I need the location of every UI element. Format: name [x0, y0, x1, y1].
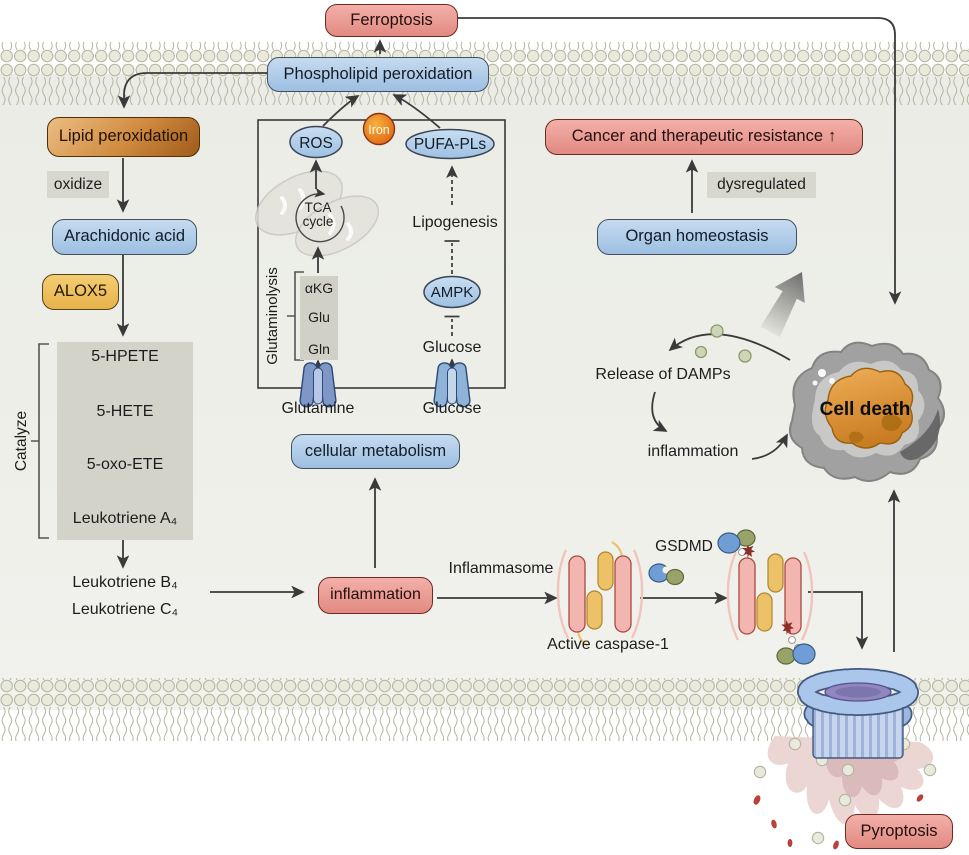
catalyze-text: Catalyze — [13, 410, 30, 472]
node-5-hete: 5-HETE — [57, 403, 193, 421]
node-cancer-resistance: Cancer and therapeutic resistance ↑ — [545, 119, 863, 155]
iron-circle — [362, 112, 396, 146]
hpete-text: 5-HPETE — [91, 348, 159, 365]
node-pyroptosis: Pyroptosis — [845, 814, 953, 849]
catalyze-panel — [57, 342, 193, 540]
ltc4-text: Leukotriene C₄ — [71, 601, 179, 618]
pufa-pls-ellipse — [405, 128, 495, 160]
node-cellular-metabolism: cellular metabolism — [291, 434, 460, 469]
ltb4-text: Leukotriene B₄ — [72, 574, 178, 591]
label-glutaminolysis: Glutaminolysis — [264, 266, 281, 366]
node-5-hpete: 5-HPETE — [57, 348, 193, 366]
tca-cycle-arrow — [295, 187, 345, 243]
big-gray-arrow — [760, 271, 805, 338]
node-ferroptosis: Ferroptosis — [325, 4, 458, 37]
gsdmd-text: GSDMD — [655, 538, 713, 555]
label-inflammasome: Inflammasome — [437, 560, 565, 578]
lipogenesis-text: Lipogenesis — [412, 214, 498, 231]
mitochondria — [254, 170, 380, 257]
label-active-caspase1: Active caspase-1 — [528, 636, 688, 654]
brackets — [31, 271, 304, 539]
glutamine-transporter — [299, 362, 337, 408]
ferroptosis-label: Ferroptosis — [350, 10, 433, 29]
node-alox5: ALOX5 — [42, 274, 119, 310]
gsdmd-pore — [797, 668, 919, 759]
inflammation-box-label: inflammation — [330, 586, 421, 604]
label-gsdmd: GSDMD — [648, 538, 720, 556]
oxidize-text: oxidize — [53, 175, 103, 193]
release-damps-text: Release of DAMPs — [595, 366, 731, 383]
active-caspase1-complex — [556, 541, 644, 647]
ampk-label: AMPK — [431, 284, 474, 301]
organ-homeostasis-label: Organ homeostasis — [625, 227, 769, 246]
gsdmd-icon — [648, 563, 685, 586]
node-arachidonic-acid: Arachidonic acid — [52, 219, 197, 255]
ros-label: ROS — [299, 135, 333, 152]
node-phospholipid-peroxidation: Phospholipid peroxidation — [267, 57, 489, 92]
alox5-label: ALOX5 — [53, 282, 108, 301]
phospholipid-peroxidation-label: Phospholipid peroxidation — [283, 64, 473, 83]
akg-text: αKG — [304, 280, 334, 296]
dysregulated-text: dysregulated — [717, 176, 806, 193]
glucose-inside-text: Glucose — [422, 339, 482, 356]
ampk-ellipse — [423, 275, 481, 309]
active-caspase1-text: Active caspase-1 — [547, 636, 669, 653]
node-leukotriene-c4: Leukotriene C₄ — [55, 601, 195, 619]
cell-death-blob — [789, 341, 945, 482]
label-release-of-damps: Release of DAMPs — [582, 366, 744, 384]
label-akg: αKG — [301, 280, 337, 296]
catalyze-label: Catalyze — [13, 401, 30, 481]
hete-text: 5-HETE — [96, 403, 154, 420]
label-glu: Glu — [301, 309, 337, 325]
cell-death-text: Cell death — [819, 399, 911, 420]
inflammasome-text: Inflammasome — [448, 560, 554, 577]
damp-dots — [694, 324, 752, 363]
node-leukotriene-a4: Leukotriene A₄ — [57, 510, 193, 528]
glutamine-text: Glutamine — [281, 400, 355, 417]
tca-label-2: cycle — [303, 214, 334, 229]
node-5-oxo-ete: 5-oxo-ETE — [57, 456, 193, 474]
label-oxidize: oxidize — [47, 171, 109, 198]
glutaminolysis-text: Glutaminolysis — [264, 267, 281, 365]
up-arrow-glyph: ↑ — [828, 127, 837, 146]
node-lipid-peroxidation: Lipid peroxidation — [47, 117, 200, 157]
label-glutamine: Glutamine — [278, 400, 358, 418]
arachidonic-acid-label: Arachidonic acid — [63, 227, 186, 246]
label-lipogenesis: Lipogenesis — [405, 214, 505, 232]
glucose-outside-text: Glucose — [422, 400, 482, 417]
lipid-peroxidation-label: Lipid peroxidation — [58, 127, 189, 146]
label-dysregulated: dysregulated — [707, 172, 816, 198]
glu-text: Glu — [308, 309, 330, 325]
oxoete-text: 5-oxo-ETE — [86, 456, 164, 473]
cellular-metabolism-label: cellular metabolism — [304, 441, 447, 460]
pufa-pls-label: PUFA-PLs — [414, 136, 487, 153]
label-inflammation-text: inflammation — [637, 443, 749, 461]
cancer-resistance-label: Cancer and therapeutic resistance — [571, 127, 824, 146]
node-inflammation: inflammation — [318, 577, 433, 614]
label-glucose-inside: Glucose — [417, 339, 487, 357]
tca-label-1: TCA — [305, 200, 332, 215]
label-glucose-outside: Glucose — [414, 400, 490, 418]
glucose-transporter — [433, 362, 471, 408]
pyroptosis-label: Pyroptosis — [860, 821, 938, 840]
node-leukotriene-b4: Leukotriene B₄ — [55, 574, 195, 592]
node-organ-homeostasis: Organ homeostasis — [597, 219, 797, 255]
iron-label: Iron — [368, 123, 390, 137]
caspase1-gsdmd-complex — [717, 529, 816, 665]
glutaminolysis-panel — [300, 276, 338, 360]
lta4-text: Leukotriene A₄ — [72, 510, 178, 527]
label-cell-death: Cell death — [795, 399, 935, 421]
inflammation-free-text: inflammation — [647, 443, 739, 460]
label-gln: Gln — [301, 341, 337, 357]
gln-text: Gln — [308, 341, 330, 357]
